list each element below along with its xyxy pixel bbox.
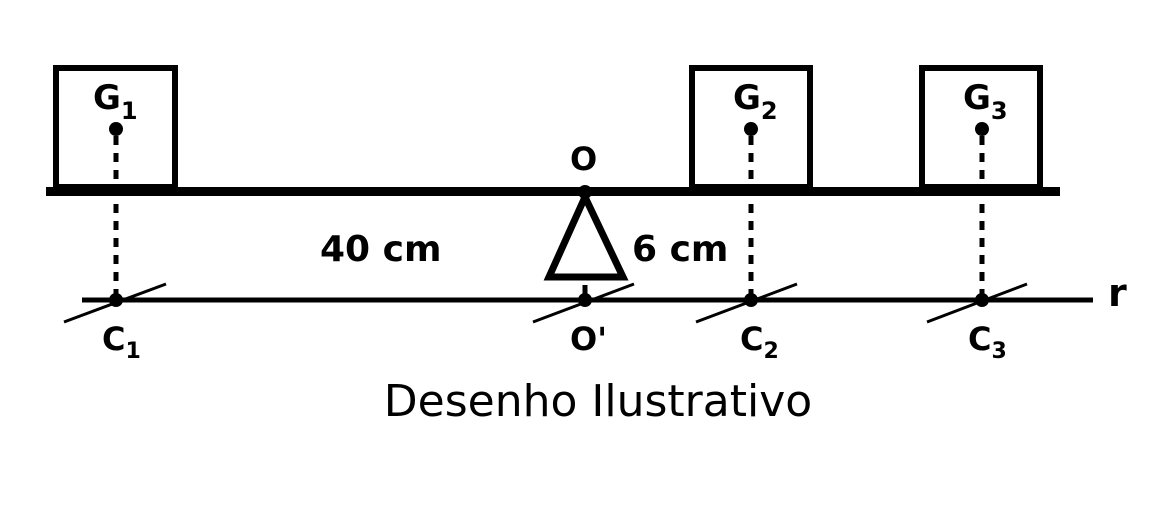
svg-text:G1: G1: [93, 78, 138, 125]
projection-points: [109, 293, 989, 307]
distance-right-label: 6 cm: [632, 229, 728, 270]
label-c2-index: 2: [763, 339, 778, 364]
block-g2: G2: [689, 65, 813, 190]
fulcrum-triangle: [543, 188, 629, 281]
label-c1-letter: C: [102, 320, 125, 358]
svg-text:C3: C3: [968, 320, 1007, 364]
projection-lines: [113, 136, 985, 300]
lever-beam: [46, 187, 1060, 196]
point-c2: [744, 293, 758, 307]
svg-text:G2: G2: [733, 78, 778, 125]
block-g2-letter: G: [733, 78, 761, 118]
label-c3-letter: C: [968, 320, 991, 358]
block-g3-index: 3: [991, 97, 1008, 125]
pivot-label: O: [570, 140, 597, 178]
point-c1: [109, 293, 123, 307]
svg-text:C2: C2: [740, 320, 779, 364]
center-of-gravity-g3: [975, 122, 989, 136]
label-c3-index: 3: [991, 339, 1006, 364]
reference-line-label: r: [1108, 271, 1127, 315]
block-g3: G3: [919, 65, 1043, 190]
point-o-prime: [578, 293, 592, 307]
block-g1-letter: G: [93, 78, 121, 118]
svg-text:C1: C1: [102, 320, 141, 364]
block-g1: G1: [53, 65, 178, 190]
label-c1-index: 1: [125, 339, 140, 364]
center-of-gravity-g2: [744, 122, 758, 136]
center-of-gravity-g1: [109, 122, 123, 136]
reference-ticks: [63, 282, 1028, 324]
svg-text:G3: G3: [963, 78, 1008, 125]
svg-text:O': O': [570, 320, 607, 358]
block-g1-index: 1: [121, 97, 138, 125]
label-c2-letter: C: [740, 320, 763, 358]
distance-left-label: 40 cm: [320, 229, 441, 270]
caption: Desenho Ilustrativo: [384, 376, 812, 427]
block-g3-letter: G: [963, 78, 991, 118]
block-g2-index: 2: [761, 97, 778, 125]
label-o-prime: O': [570, 320, 607, 358]
point-c3: [975, 293, 989, 307]
